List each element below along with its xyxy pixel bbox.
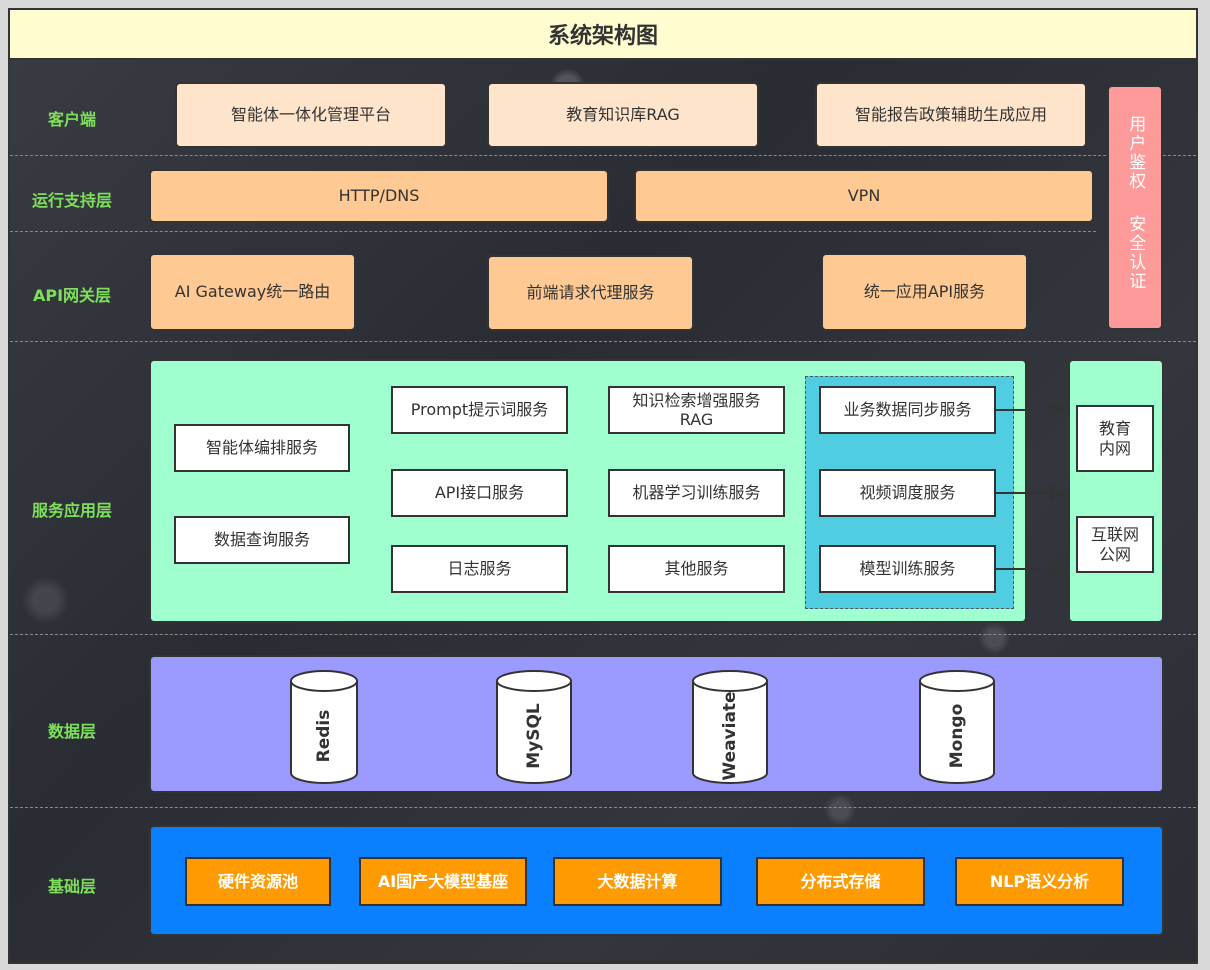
infra-ai-model-base: AI国产大模型基座 (359, 857, 527, 906)
network-education-intranet: 教育 内网 (1076, 405, 1154, 472)
infra-big-data: 大数据计算 (553, 857, 722, 906)
service-ml-training: 机器学习训练服务 (608, 469, 785, 517)
cylinder-icon (290, 670, 358, 784)
service-data-query: 数据查询服务 (174, 516, 350, 564)
layer-label-service: 服务应用层 (31, 501, 112, 520)
layer-label-client: 客户端 (47, 110, 96, 129)
database-mongo: Mongo (918, 669, 996, 785)
layer-label-data: 数据层 (47, 722, 96, 741)
database-redis: Redis (289, 669, 359, 785)
infra-nlp: NLP语义分析 (955, 857, 1124, 906)
separator (10, 231, 1096, 232)
separator (10, 807, 1196, 808)
cylinder-icon (692, 670, 768, 784)
runtime-http-dns: HTTP/DNS (149, 169, 609, 223)
layer-label-infra: 基础层 (47, 877, 96, 896)
database-mongo-label: Mongo (947, 703, 967, 769)
infra-hardware-pool: 硬件资源池 (185, 857, 331, 906)
network-internet-line1: 互联网 (1090, 525, 1139, 545)
network-education-line2: 内网 (1098, 438, 1131, 458)
client-app-management-platform: 智能体一体化管理平台 (175, 82, 447, 148)
client-app-knowledge-rag: 教育知识库RAG (487, 82, 759, 148)
service-knowledge-retrieval: 知识检索增强服务 RAG (608, 386, 785, 434)
service-knowledge-retrieval-label: 知识检索增强服务 (632, 390, 761, 410)
database-mysql: MySQL (495, 669, 573, 785)
separator (10, 634, 1196, 635)
service-agent-orchestration: 智能体编排服务 (174, 424, 350, 472)
service-api: API接口服务 (391, 469, 568, 517)
runtime-vpn: VPN (634, 169, 1094, 223)
diagram-title: 系统架构图 (10, 10, 1196, 60)
separator (10, 341, 1196, 342)
gateway-frontend-proxy: 前端请求代理服务 (487, 255, 694, 331)
database-weaviate-label: Weaviate (720, 691, 740, 781)
database-redis-label: Redis (314, 709, 334, 763)
diagram-frame: 系统架构图 客户端 运行支持层 API网关层 服务应用层 数据层 基础层 智能体… (8, 8, 1198, 964)
database-mysql-label: MySQL (524, 703, 544, 770)
service-other: 其他服务 (608, 545, 785, 593)
separator (10, 155, 1196, 156)
service-model-training: 模型训练服务 (819, 545, 996, 593)
security-auth-text: 用户鉴权 (1125, 115, 1146, 191)
service-knowledge-retrieval-rag: RAG (679, 410, 714, 429)
client-app-report-generator: 智能报告政策辅助生成应用 (815, 82, 1087, 148)
service-video-scheduling: 视频调度服务 (819, 469, 996, 517)
cylinder-icon (919, 670, 995, 784)
database-weaviate: Weaviate (691, 669, 769, 785)
network-education-line1: 教育 (1098, 419, 1131, 439)
gateway-unified-api: 统一应用API服务 (821, 253, 1028, 331)
service-log: 日志服务 (391, 545, 568, 593)
network-internet: 互联网 公网 (1076, 516, 1154, 573)
layer-label-api-gateway: API网关层 (32, 286, 112, 305)
network-internet-line2: 公网 (1098, 544, 1131, 564)
cylinder-icon (496, 670, 572, 784)
service-business-sync: 业务数据同步服务 (819, 386, 996, 434)
layer-label-runtime: 运行支持层 (31, 191, 112, 210)
infra-distributed-storage: 分布式存储 (756, 857, 925, 906)
gateway-ai-routing: AI Gateway统一路由 (149, 253, 356, 331)
network-panel (1068, 359, 1164, 623)
security-panel: 用户鉴权 安全认证 (1107, 85, 1163, 330)
security-cert-text: 安全认证 (1125, 215, 1146, 291)
service-prompt: Prompt提示词服务 (391, 386, 568, 434)
